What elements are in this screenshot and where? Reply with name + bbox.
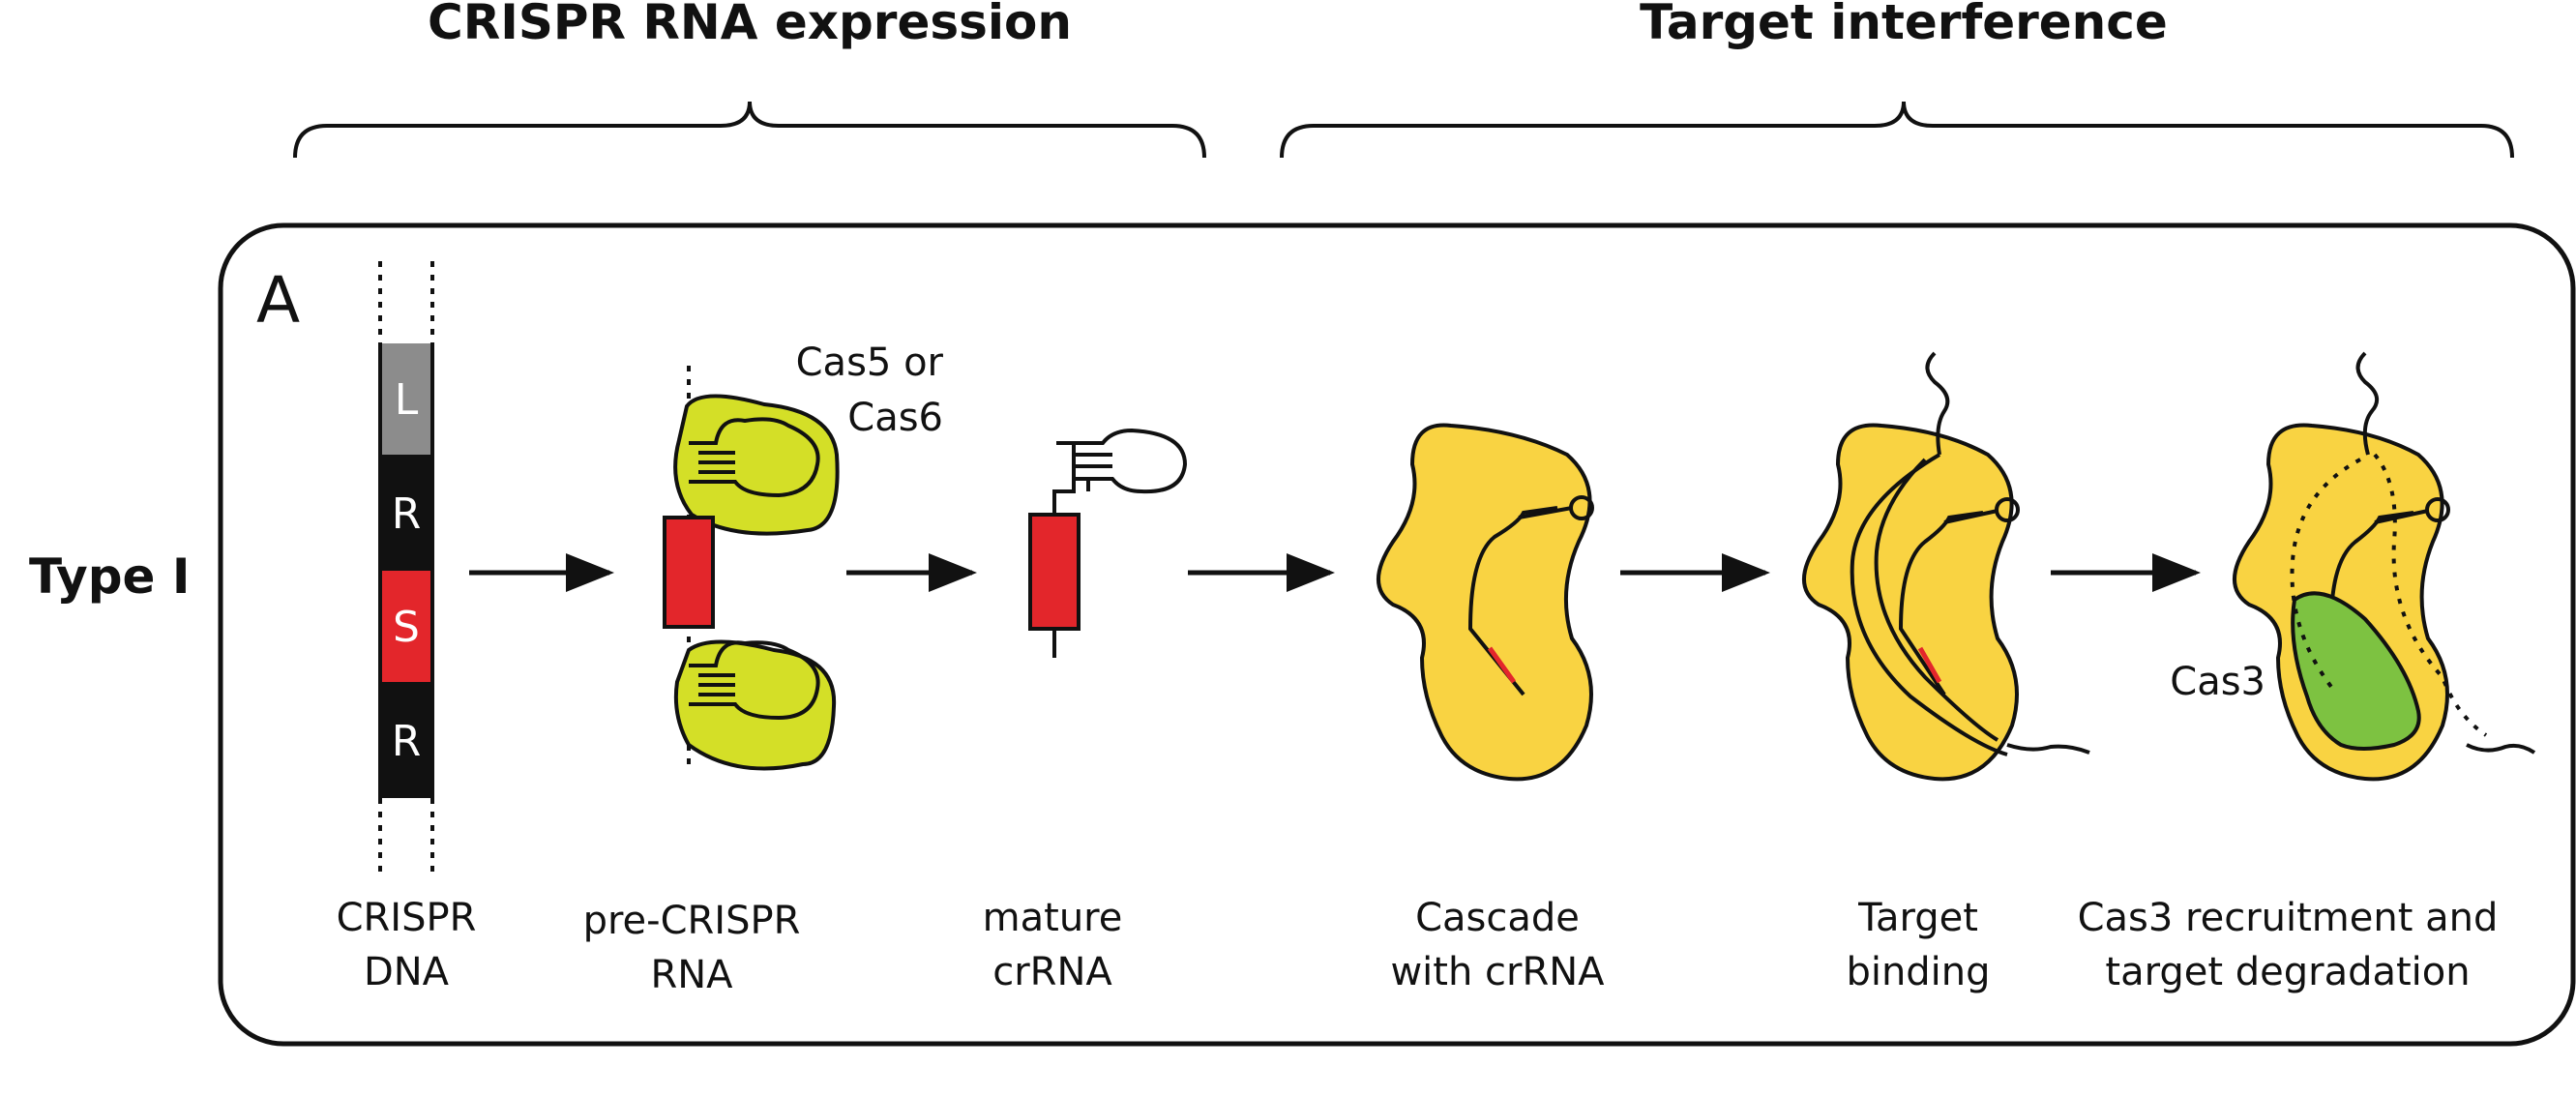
caption-crispr-dna-line2: DNA <box>364 950 450 994</box>
repeat-segment-1 <box>380 455 432 571</box>
row-label-type-i: Type I <box>29 548 190 605</box>
caption-mature-crrna-line1: mature <box>983 896 1123 940</box>
header-target-interference: Target interference <box>1640 0 2168 50</box>
step-captions: CRISPR DNA pre-CRISPR RNA mature crRNA C… <box>337 896 2499 997</box>
caption-pre-crispr-rna-line2: RNA <box>650 953 733 997</box>
crispr-dna-array: L R S R <box>378 261 434 875</box>
cas6-enzyme-bottom <box>673 639 837 771</box>
header-crispr-rna-expression: CRISPR RNA expression <box>428 0 1072 50</box>
enzyme-label-line1: Cas5 or <box>796 341 944 385</box>
panel-letter: A <box>256 263 300 338</box>
segment-label-repeat-2: R <box>392 717 422 766</box>
caption-target-binding-line1: Target <box>1857 896 1978 940</box>
caption-cascade-line2: with crRNA <box>1390 950 1605 994</box>
cas3-enzyme <box>2291 591 2421 751</box>
target-binding-complex <box>1802 351 2090 782</box>
caption-mature-crrna-line2: crRNA <box>992 950 1112 994</box>
cas3-degradation-complex: Cas3 <box>2170 351 2536 782</box>
brace-left <box>293 101 1206 159</box>
repeat-segment-2 <box>380 682 432 798</box>
segment-label-repeat-1: R <box>392 489 422 539</box>
caption-target-binding-line2: binding <box>1846 950 1990 994</box>
pre-crispr-spacer <box>663 516 715 629</box>
mature-crrna <box>1028 428 1188 658</box>
mature-crrna-spacer <box>1028 513 1081 631</box>
enzyme-label-line2: Cas6 <box>847 396 943 440</box>
segment-label-spacer: S <box>393 603 420 652</box>
caption-cas3-line2: target degradation <box>2105 950 2470 994</box>
cas3-label: Cas3 <box>2170 660 2265 704</box>
cas6-enzyme-top <box>673 394 840 536</box>
panel-a-frame <box>218 222 2576 1047</box>
caption-crispr-dna-line1: CRISPR <box>337 896 477 940</box>
caption-cascade-line1: Cascade <box>1415 896 1580 940</box>
caption-cas3-line1: Cas3 recruitment and <box>2078 896 2499 940</box>
segment-label-leader: L <box>395 375 419 425</box>
pre-crispr-rna: Cas5 or Cas6 <box>663 341 944 771</box>
brace-right <box>1280 101 2514 159</box>
spacer-segment <box>380 571 432 682</box>
cascade-complex <box>1377 423 1594 782</box>
caption-pre-crispr-rna-line1: pre-CRISPR <box>583 899 801 943</box>
leader-segment <box>380 343 432 455</box>
